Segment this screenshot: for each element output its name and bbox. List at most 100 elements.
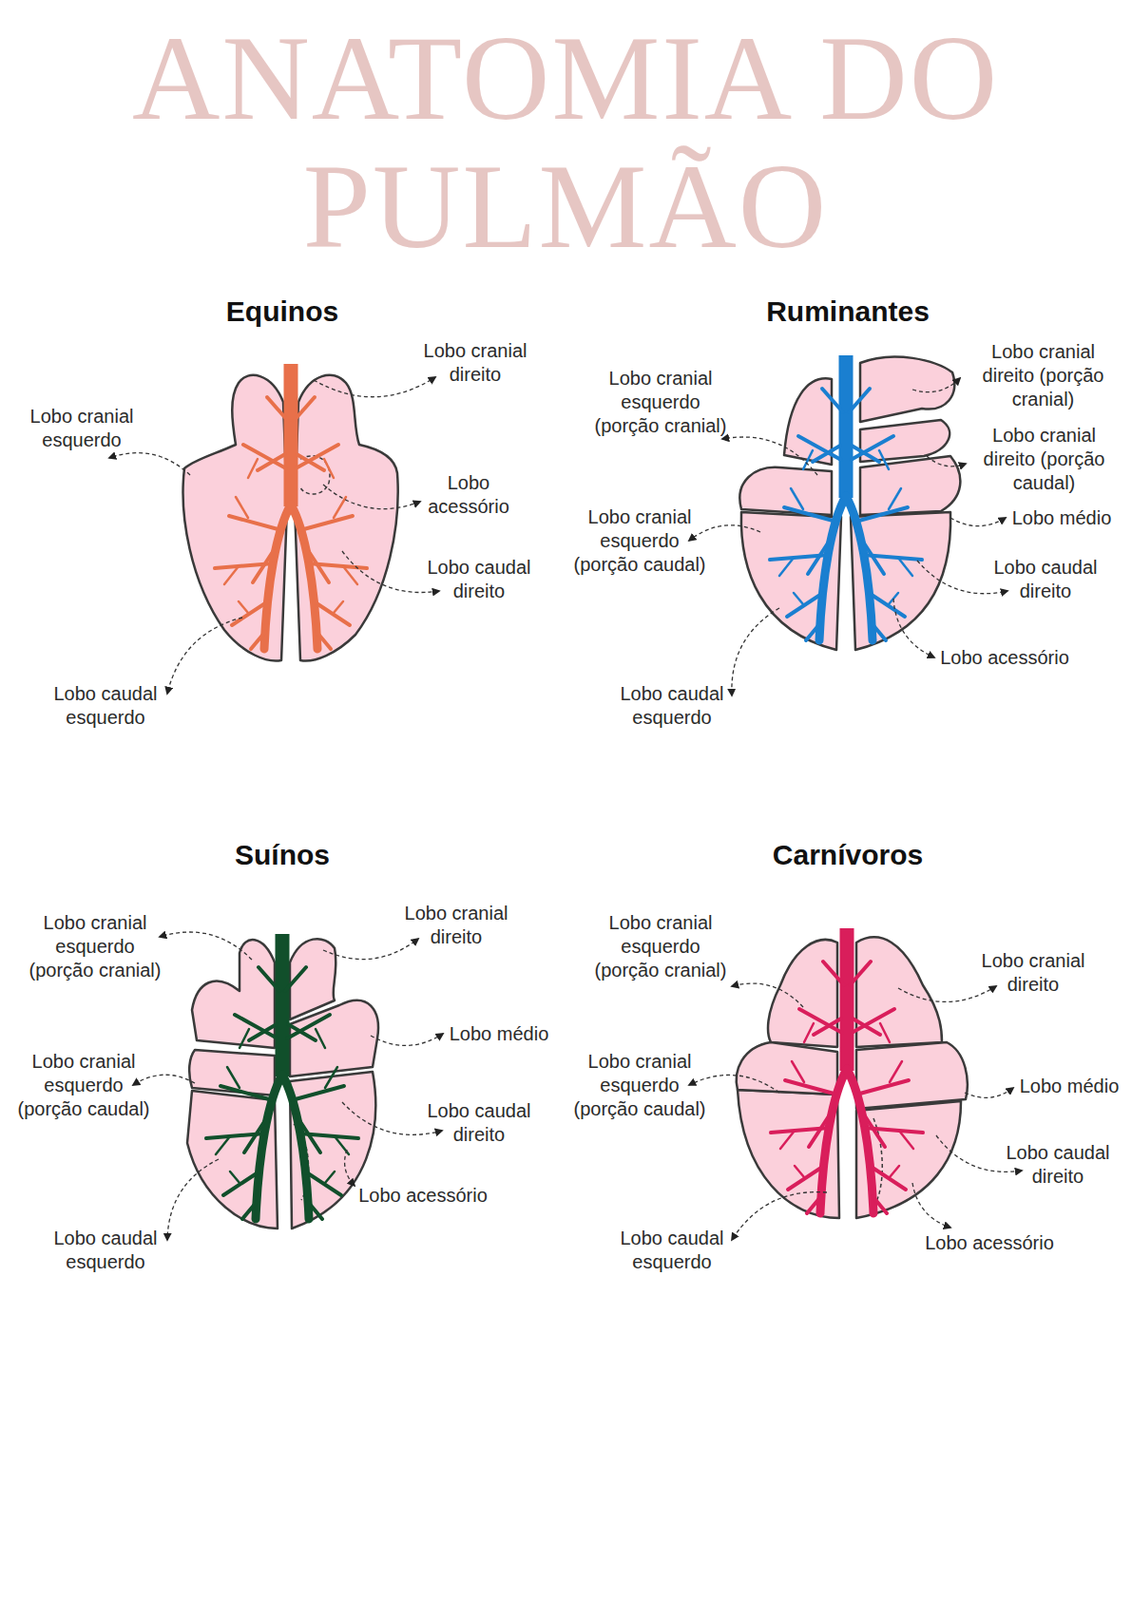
leader-line xyxy=(731,608,780,696)
bronchiole xyxy=(880,1023,890,1043)
lobe-label: Lobo caudal esquerdo xyxy=(610,1227,734,1275)
bronchiole xyxy=(229,516,282,531)
bronchiole xyxy=(812,445,841,462)
leader-line xyxy=(926,456,966,467)
lobe-label: Lobo cranial esquerdo (porção caudal) xyxy=(13,1050,154,1122)
bronchiole xyxy=(300,516,353,531)
bronchiole xyxy=(238,601,249,614)
lobe-label: Lobo cranial direito (porção caudal) xyxy=(965,423,1123,496)
leader-line xyxy=(731,1192,827,1241)
leader-line xyxy=(950,518,1006,527)
bronchiole xyxy=(813,1018,842,1036)
lobe-label: Lobo cranial esquerdo xyxy=(19,404,144,453)
bronchiole xyxy=(898,557,913,576)
bronchiole xyxy=(242,1202,257,1220)
bronchiole xyxy=(316,632,331,650)
lobe-label: Lobo cranial esquerdo (porção caudal) xyxy=(569,1050,710,1122)
species-heading: Equinos xyxy=(163,294,402,329)
lobe-label: Lobo cranial esquerdo (porção cranial) xyxy=(24,911,166,983)
lobe-label: Lobo caudal direito xyxy=(417,556,541,604)
lobe-label: Lobo acessório xyxy=(933,646,1076,671)
lobe-label: Lobo caudal direito xyxy=(996,1141,1120,1190)
trachea xyxy=(284,364,299,507)
leader-line xyxy=(912,1183,951,1228)
leader-line xyxy=(133,1074,195,1086)
bronchiole xyxy=(872,1196,887,1214)
bronchiole xyxy=(805,623,821,641)
bronchiole xyxy=(823,961,845,986)
bronchiole xyxy=(239,1029,250,1049)
lobe-label: Lobo caudal esquerdo xyxy=(43,682,168,730)
bronchiole xyxy=(325,1067,338,1089)
bronchiole xyxy=(343,566,358,585)
species-heading: Suínos xyxy=(163,838,402,873)
bronchiole xyxy=(231,601,269,626)
bronchiole xyxy=(220,1086,273,1101)
lobe-label: Lobo cranial direito (porção cranial) xyxy=(964,340,1122,412)
bronchiole xyxy=(868,593,905,617)
bronchial-tree xyxy=(214,364,367,650)
trachea xyxy=(840,928,855,1072)
bronchiole xyxy=(889,1061,902,1083)
bronchiole xyxy=(313,601,350,626)
leader-line xyxy=(159,932,252,960)
bronchiole xyxy=(324,459,334,479)
bronchiole xyxy=(787,1166,825,1190)
bronchiole xyxy=(295,1114,321,1153)
lobe-label: Lobo cranial direito xyxy=(971,949,1095,998)
leader-line xyxy=(689,1074,780,1094)
bronchiole xyxy=(307,1202,323,1220)
trachea xyxy=(839,355,854,499)
lobe-label: Lobo caudal esquerdo xyxy=(43,1227,168,1275)
leader-line xyxy=(323,939,419,960)
page-title: ANATOMIA DO PULMÃO xyxy=(42,14,1089,271)
bronchiole xyxy=(856,1080,909,1095)
leader-line xyxy=(167,617,243,694)
bronchiole xyxy=(785,1080,838,1095)
lobe-label: Lobo cranial esquerdo (porção caudal) xyxy=(569,505,710,577)
leader-line xyxy=(342,551,440,594)
bronchiole xyxy=(287,1024,316,1041)
lobe-label: Lobo médio xyxy=(997,1074,1132,1099)
bronchiole xyxy=(293,397,315,422)
bronchial-tree xyxy=(206,934,359,1220)
leader-line xyxy=(964,1088,1014,1098)
bronchiole xyxy=(794,1166,805,1178)
bronchiole xyxy=(786,593,824,617)
bronchiole xyxy=(869,1166,906,1190)
bronchiole xyxy=(791,1061,805,1083)
bronchiole xyxy=(784,507,837,522)
bronchial-tree xyxy=(769,355,922,641)
bronchiole xyxy=(859,536,884,575)
bronchiole xyxy=(235,497,249,519)
leader-line xyxy=(689,525,761,541)
bronchiole xyxy=(305,1171,342,1196)
bronchiole xyxy=(793,593,804,605)
bronchiole xyxy=(888,488,902,510)
bronchiole xyxy=(879,450,889,470)
leader-line xyxy=(731,983,804,1008)
species-heading: Carnívoros xyxy=(729,838,967,873)
bronchiole xyxy=(285,967,307,992)
bronchiole xyxy=(315,1029,326,1049)
lobe-label: Lobo cranial direito xyxy=(394,901,519,950)
bronchiole xyxy=(808,1109,834,1148)
lobe-label: Lobo cranial esquerdo (porção cranial) xyxy=(590,366,731,439)
bronchiole xyxy=(803,450,813,470)
leader-line xyxy=(893,598,935,658)
lobe-label: Lobo cranial esquerdo (porção cranial) xyxy=(590,911,731,983)
bronchiole xyxy=(248,459,258,479)
bronchiole xyxy=(804,1023,814,1043)
bronchiole xyxy=(267,397,288,422)
leader-line xyxy=(370,1034,443,1046)
bronchiole xyxy=(333,601,344,614)
bronchiole xyxy=(860,1109,885,1148)
leader-line xyxy=(898,986,997,1002)
bronchiole xyxy=(871,623,886,641)
bronchiole xyxy=(223,1171,260,1196)
bronchiole xyxy=(296,454,325,471)
leader-line xyxy=(345,1150,355,1187)
bronchiole xyxy=(230,1171,240,1184)
lobe-label: Lobo caudal direito xyxy=(983,556,1108,604)
lobe-label: Lobo médio xyxy=(990,506,1132,531)
